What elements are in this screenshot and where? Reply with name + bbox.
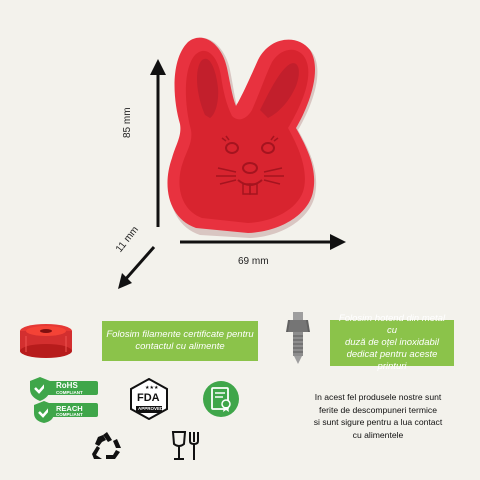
reach-sub-label: COMPLIANT (56, 412, 83, 417)
svg-text:★★★: ★★★ (145, 385, 159, 391)
reach-label: REACH (56, 404, 83, 413)
filament-spool-icon (20, 324, 72, 358)
safety-note-line2: ferite de descompuneri termice (319, 404, 437, 415)
rohs-label: RoHS (56, 381, 78, 390)
hotend-nozzle-icon (286, 312, 310, 364)
dimension-arrows (118, 59, 346, 289)
hotend-note-line1: Folosim hotend din metal cu (338, 313, 446, 336)
safety-note-line4: cu alimentele (352, 429, 404, 440)
filament-note-line2: contactul cu alimente (135, 341, 225, 352)
fda-label: FDA (137, 392, 160, 404)
safety-note-line3: si sunt sigure pentru a lua contact (313, 417, 443, 427)
fda-approved-badge: ★★★ (130, 378, 168, 420)
safety-note-line1: In acest fel produsele nostre sunt (314, 392, 442, 402)
bunny-cookie-cutter-image (167, 37, 318, 238)
rohs-sub-label: COMPLIANT (56, 390, 83, 395)
hotend-note-line3: dedicat pentru aceste printuri (346, 349, 438, 372)
recycle-icon (92, 432, 121, 459)
rohs-reach-badges (30, 377, 98, 423)
filament-note-line1: Folosim filamente certificate pentru (106, 329, 254, 340)
hotend-note-line2: duză de oțel inoxidabil (344, 337, 439, 348)
height-dimension-label: 85 mm (122, 107, 133, 138)
safety-note: In acest fel produsele nostre sunt ferit… (298, 391, 458, 441)
food-safe-icon (171, 431, 199, 460)
fda-sub-label: APPROVED (138, 406, 164, 411)
hotend-note-box: Folosim hotend din metal cu duză de oțel… (330, 313, 454, 372)
width-dimension-label: 69 mm (238, 256, 269, 267)
filament-note-box: Folosim filamente certificate pentru con… (102, 321, 258, 361)
certificate-icon (203, 381, 239, 417)
